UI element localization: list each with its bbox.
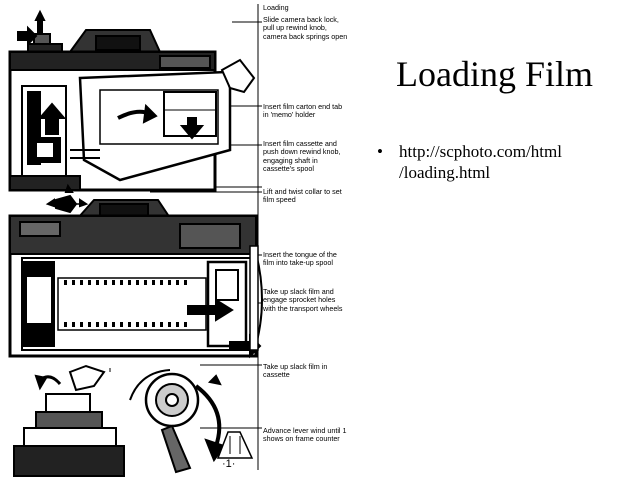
source-link-line-2[interactable]: /loading.html bbox=[399, 163, 491, 182]
annotation-line: film speed bbox=[263, 195, 296, 205]
annotation-line: Insert film carton end tab bbox=[263, 102, 343, 111]
annotation-line: engaging shaft in bbox=[263, 155, 318, 165]
annotation-line: cassette bbox=[263, 370, 290, 380]
camera-loading-diagram: ·1· bbox=[8, 4, 263, 477]
annotation-line: in 'memo' holder bbox=[263, 110, 316, 120]
annotation-memo-holder: Insert film carton end tab in 'memo' hol… bbox=[263, 102, 343, 120]
annotation-take-up-spool: Insert the tongue of the film into take-… bbox=[263, 250, 337, 268]
annotation-sprocket-holes: Take up slack film and engage sprocket h… bbox=[263, 287, 343, 313]
annotation-advance-lever: Advance lever wind until 1 shows on fram… bbox=[263, 426, 347, 444]
panel-film-threading bbox=[8, 183, 263, 359]
annotation-line: pull up rewind knob, bbox=[263, 23, 327, 33]
annotation-slide-back-lock: Slide camera back lock, pull up rewind k… bbox=[263, 15, 348, 41]
annotation-line: Take up slack film and bbox=[263, 287, 334, 296]
annotation-line: Lift and twist collar to set bbox=[263, 187, 342, 196]
slide-title: Loading Film bbox=[396, 54, 593, 94]
annotation-line: camera back springs open bbox=[263, 31, 348, 41]
annotation-insert-cassette: Insert film cassette and push down rewin… bbox=[263, 139, 341, 174]
annotation-line: Insert the tongue of the bbox=[263, 250, 337, 259]
annotation-line: engage sprocket holes bbox=[263, 295, 336, 305]
diagram-heading: Loading bbox=[263, 3, 289, 12]
frame-counter-label: ·1· bbox=[222, 458, 235, 470]
bullet-list: • http://scphoto.com/html /loading.html bbox=[376, 141, 562, 183]
sprocket-holes-top bbox=[64, 280, 187, 285]
bullet-marker: • bbox=[377, 142, 383, 161]
bullet-item: • http://scphoto.com/html /loading.html bbox=[376, 141, 562, 183]
panel-open-back bbox=[8, 9, 256, 192]
annotation-line: Insert film cassette and bbox=[263, 139, 337, 148]
source-link[interactable]: http://scphoto.com/html /loading.html bbox=[399, 141, 562, 183]
annotation-line: Take up slack film in bbox=[263, 362, 328, 371]
panel-rewind-and-advance: ·1· bbox=[13, 364, 254, 477]
annotation-line: shows on frame counter bbox=[263, 434, 340, 444]
annotation-line: film into take-up spool bbox=[263, 258, 333, 268]
annotation-slack-in-cassette: Take up slack film in cassette bbox=[263, 362, 328, 380]
annotation-film-speed: Lift and twist collar to set film speed bbox=[263, 187, 342, 205]
annotation-line: Advance lever wind until 1 bbox=[263, 426, 347, 435]
annotation-line: push down rewind knob, bbox=[263, 147, 341, 157]
sprocket-holes-bottom bbox=[64, 322, 187, 327]
annotation-line: Slide camera back lock, bbox=[263, 15, 339, 24]
annotation-line: with the transport wheels bbox=[263, 303, 343, 313]
annotation-line: cassette's spool bbox=[263, 164, 314, 174]
source-link-line-1[interactable]: http://scphoto.com/html bbox=[399, 142, 562, 161]
